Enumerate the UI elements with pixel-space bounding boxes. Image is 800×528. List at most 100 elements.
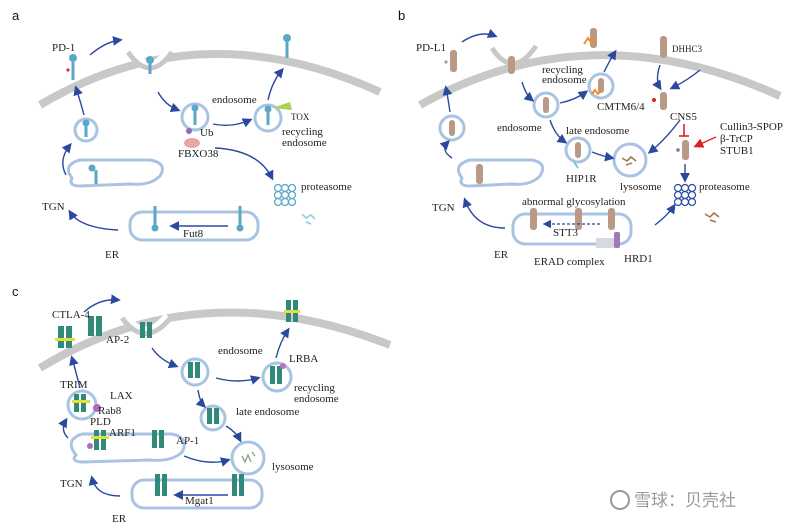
pdl1-recycled-icon bbox=[583, 28, 597, 48]
ctla4-endosome-icon bbox=[188, 362, 200, 378]
arrow-c-3 bbox=[215, 375, 261, 385]
watermark-logo-icon bbox=[610, 490, 630, 510]
erad-complex-shape bbox=[596, 238, 616, 248]
ap2-label: AP-2 bbox=[106, 334, 129, 346]
arrow-a-3 bbox=[212, 118, 253, 128]
panel-c-letter: c bbox=[12, 284, 19, 299]
arrow-b-1 bbox=[461, 28, 498, 43]
ctla4-recycling-icon bbox=[270, 363, 286, 384]
dhhc3-label: DHHC3 bbox=[672, 44, 703, 54]
pdl1-er-icon-1 bbox=[530, 208, 537, 230]
arrow-b-9 bbox=[654, 203, 676, 226]
lysosome-c bbox=[230, 440, 266, 476]
pdl1-endosome-icon bbox=[543, 97, 549, 113]
recycling-label-c1: recycling bbox=[294, 382, 335, 394]
pd1-er-icon-1 bbox=[151, 206, 159, 232]
arrow-b-4 bbox=[603, 49, 617, 73]
tox-shape bbox=[272, 102, 292, 110]
arrow-c-7 bbox=[183, 455, 231, 467]
arrow-a-5 bbox=[214, 147, 274, 181]
degraded-peptides-b bbox=[704, 211, 720, 223]
pdl1-er-icon-2 bbox=[575, 208, 582, 230]
ctla4-recycled-icon bbox=[284, 300, 300, 322]
pd1-er-icon-2 bbox=[236, 206, 244, 232]
pd1-tgn-icon bbox=[88, 164, 98, 184]
lysosome-label-b: lysosome bbox=[620, 181, 662, 193]
proteasome-icon-b bbox=[673, 183, 697, 207]
arrow-a-6 bbox=[68, 209, 119, 231]
pdl1-tgn-icon bbox=[476, 164, 483, 184]
ctla4-tgn-icon bbox=[87, 430, 109, 450]
trim-label: TRIM bbox=[60, 379, 88, 391]
tgn-a bbox=[66, 158, 164, 188]
abnormal-label: abnormal glycosylation bbox=[522, 196, 626, 208]
pdl1-ubiquitinated-icon bbox=[676, 140, 689, 160]
tgn-c bbox=[69, 432, 186, 464]
plasma-membrane-c bbox=[37, 308, 392, 372]
fbxo38-label: FBXO38 bbox=[178, 148, 219, 160]
recycling-label-b2: endosome bbox=[542, 74, 587, 86]
arrow-c-6 bbox=[225, 425, 242, 443]
recycling-endosome-a bbox=[253, 103, 283, 133]
arrow-c-2 bbox=[151, 347, 179, 369]
arrow-a-4 bbox=[267, 67, 284, 101]
late-endosome-b bbox=[564, 136, 592, 164]
panel-a-letter: a bbox=[12, 8, 20, 23]
er-a bbox=[128, 210, 260, 242]
pd1-membrane-icon bbox=[66, 54, 77, 80]
tgn-label-c: TGN bbox=[60, 478, 83, 490]
pd1-recycled-icon bbox=[283, 34, 291, 58]
arrow-c-10 bbox=[69, 355, 81, 389]
late-endosome-label-b: late endosome bbox=[566, 125, 629, 137]
pdl1-er-icon-3 bbox=[608, 208, 615, 230]
er-label-a: ER bbox=[105, 249, 120, 261]
rab8-label: Rab8 bbox=[98, 405, 122, 417]
er-label-c: ER bbox=[112, 513, 127, 525]
arrow-b-2 bbox=[521, 81, 535, 102]
arf1-label: ARF1 bbox=[109, 427, 136, 439]
pdl1-pit-icon bbox=[508, 56, 515, 74]
watermark-text: 雪球：贝壳社 bbox=[634, 491, 736, 511]
pd1-pit-icon bbox=[146, 56, 154, 74]
lax-label: LAX bbox=[110, 390, 133, 402]
panel-b-letter: b bbox=[398, 8, 405, 23]
arrow-b-7 bbox=[647, 119, 681, 154]
pdl1-cns5-icon bbox=[652, 92, 667, 110]
arrow-a-7 bbox=[61, 142, 72, 176]
ctla4-tgn-icon-2 bbox=[152, 430, 164, 448]
er-c bbox=[130, 478, 264, 510]
endosome-b bbox=[532, 91, 560, 119]
fbxo38-blob bbox=[184, 138, 200, 148]
ub-dot bbox=[186, 128, 192, 134]
arrow-a-1 bbox=[89, 36, 123, 56]
mgat1-label: Mgat1 bbox=[185, 495, 214, 507]
tgn-b bbox=[456, 158, 545, 188]
cullin-label: Cullin3-SPOP bbox=[720, 121, 783, 133]
arrow-c-1 bbox=[83, 294, 121, 313]
watermark: 雪球：贝壳社 bbox=[610, 490, 736, 511]
pld-label: PLD bbox=[90, 416, 111, 428]
cns5-label: CNS5 bbox=[670, 111, 697, 123]
arrow-b-6 bbox=[591, 151, 615, 162]
panel-c: c CTLA-4 AP-2 endosome bbox=[12, 284, 392, 525]
recycling-endosome-c bbox=[261, 361, 293, 393]
pd1-endosome-icon bbox=[191, 104, 199, 125]
pdl1-label: PD-L1 bbox=[416, 42, 446, 54]
recycling-label-c2: endosome bbox=[294, 393, 339, 405]
arrow-c-9 bbox=[58, 417, 69, 439]
btrcp-label: β-TrCP bbox=[720, 133, 753, 145]
pd1-vesicle-icon bbox=[82, 119, 90, 137]
endosome-label-c: endosome bbox=[218, 345, 263, 357]
arrow-b-5 bbox=[549, 119, 568, 144]
pdl1-late-endosome-icon bbox=[575, 142, 581, 158]
er-label-b: ER bbox=[494, 249, 509, 261]
arrow-b-3 bbox=[559, 90, 589, 104]
proteasome-label-a: proteasome bbox=[301, 181, 352, 193]
stt3-label: STT3 bbox=[553, 227, 579, 239]
ctla4-label: CTLA-4 bbox=[52, 309, 90, 321]
arrow-c-8 bbox=[88, 475, 121, 497]
ctla4-membrane-icon-2 bbox=[88, 316, 102, 336]
er-b bbox=[511, 212, 633, 246]
panel-b: b PD-L1 DHHC3 recycling endosome CMTM6/4 bbox=[398, 8, 783, 268]
